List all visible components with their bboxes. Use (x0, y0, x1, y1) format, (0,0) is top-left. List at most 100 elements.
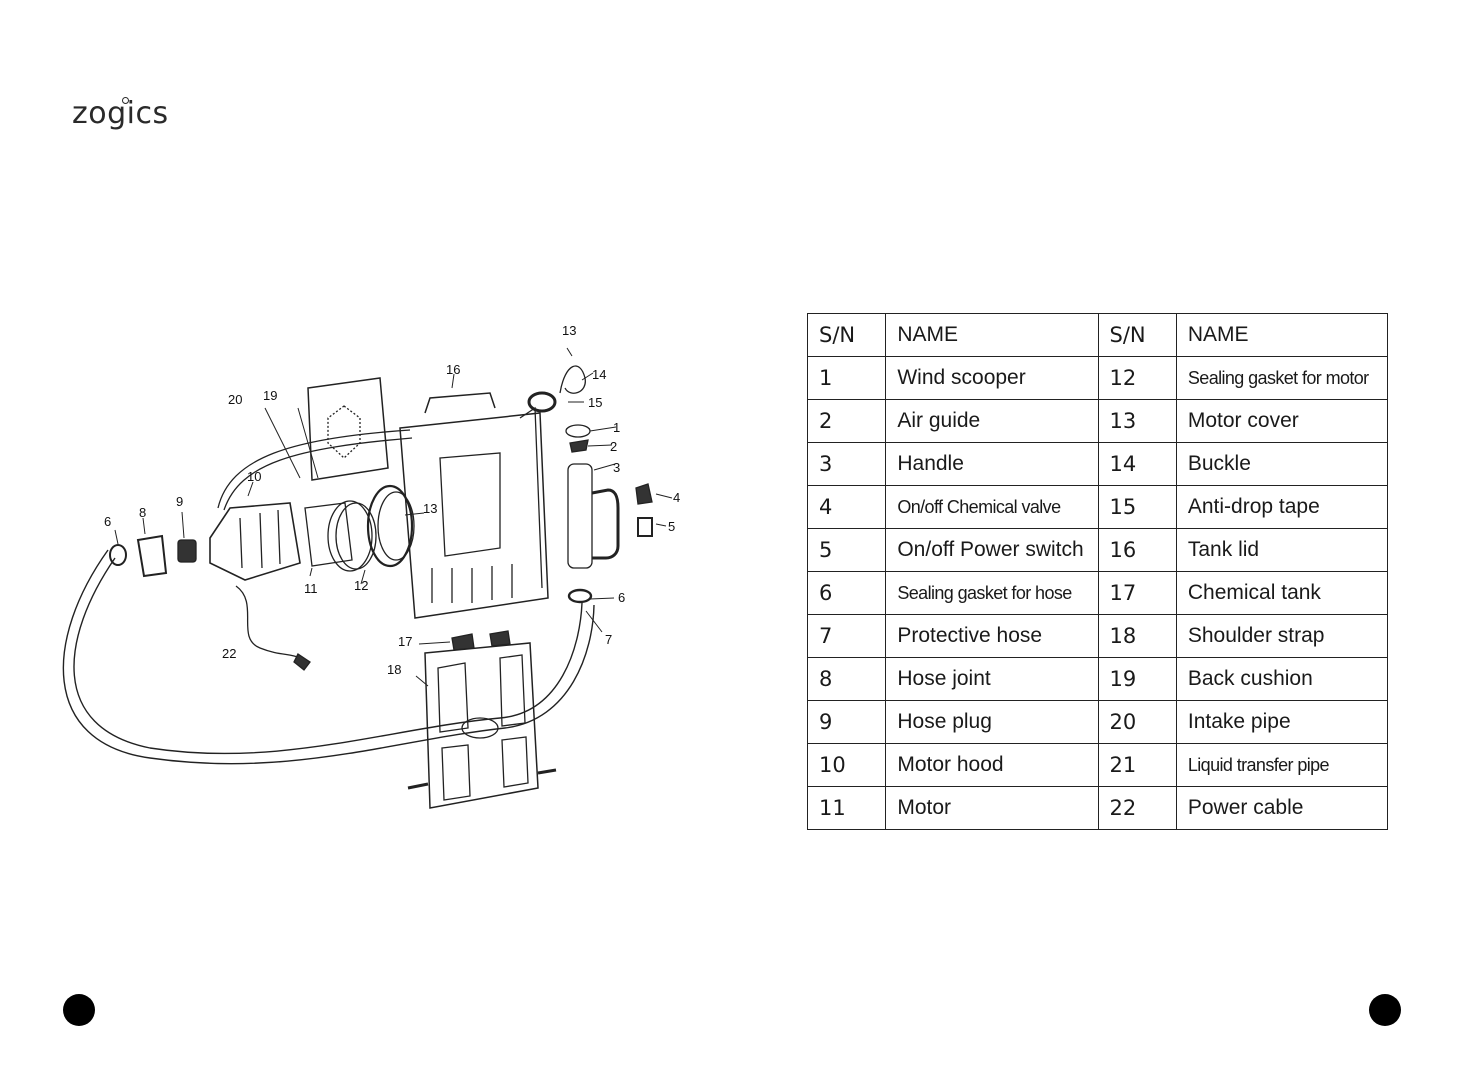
air-guide-drawing (569, 439, 589, 453)
table-cell-name2: Motor cover (1175, 399, 1389, 443)
table-cell-name2: Back cushion (1175, 657, 1389, 701)
table-cell-sn1: 5 (806, 528, 887, 572)
table-cell-name1: Protective hose (885, 614, 1099, 658)
callout-19: 18 (387, 662, 401, 677)
callout-13: 13 (423, 501, 437, 516)
table-cell-sn1: 1 (806, 356, 887, 400)
page-marker-left (63, 994, 95, 1026)
table-cell-name1: On/off Power switch (885, 528, 1099, 572)
callout-3: 3 (613, 460, 620, 475)
table-cell-name1: Wind scooper (885, 356, 1099, 400)
callout-14: 13 (562, 323, 576, 338)
table-cell-name1: Motor hood (885, 743, 1099, 787)
table-cell-sn2: 14 (1097, 442, 1177, 486)
table-cell-sn1: 11 (806, 786, 887, 830)
table-cell-sn1: 6 (806, 571, 887, 615)
table-cell-name1: Handle (885, 442, 1099, 486)
power-switch-drawing (637, 517, 653, 537)
table-cell-name1: On/off Chemical valve (885, 485, 1099, 529)
callout-17: 16 (446, 362, 460, 377)
chemical-tank-drawing (399, 412, 549, 619)
header-name-2: NAME (1175, 313, 1389, 357)
table-cell-sn1: 10 (806, 743, 887, 787)
callout-20: 19 (263, 388, 277, 403)
callout-11: 11 (304, 581, 318, 596)
callout-2: 2 (610, 439, 617, 454)
protective-hose-drawing (73, 557, 583, 755)
brand-logo: zogics (72, 96, 169, 131)
motor-cover-drawing (366, 484, 414, 568)
table-cell-name2: Anti-drop tape (1175, 485, 1389, 529)
table-cell-sn2: 13 (1097, 399, 1177, 443)
hose-plug-drawing (177, 539, 197, 563)
table-cell-sn2: 22 (1097, 786, 1177, 830)
callout-15: 14 (592, 367, 606, 382)
callout-16: 15 (588, 395, 602, 410)
wind-scooper-panel (307, 377, 389, 481)
tank-lid-drawing (527, 391, 557, 413)
table-cell-name2: Power cable (1175, 786, 1389, 830)
table-cell-name1: Sealing gasket for hose (885, 571, 1099, 615)
table-cell-sn1: 2 (806, 399, 887, 443)
motor-hood-drawing (209, 502, 301, 581)
callout-10: 10 (247, 469, 261, 484)
hose-joint-drawing (136, 534, 168, 578)
callout-6-right: 6 (618, 590, 625, 605)
callout-18: 17 (398, 634, 412, 649)
table-cell-sn2: 20 (1097, 700, 1177, 744)
table-cell-sn2: 16 (1097, 528, 1177, 572)
table-cell-name1: Hose plug (885, 700, 1099, 744)
table-cell-sn1: 3 (806, 442, 887, 486)
table-cell-sn1: 9 (806, 700, 887, 744)
table-cell-name1: Hose joint (885, 657, 1099, 701)
motor-gasket-drawing (327, 500, 373, 572)
callout-5: 5 (668, 519, 675, 534)
table-cell-name2: Buckle (1175, 442, 1389, 486)
table-cell-name2: Intake pipe (1175, 700, 1389, 744)
table-cell-sn2: 12 (1097, 356, 1177, 400)
table-cell-name2: Liquid transfer pipe (1175, 743, 1389, 787)
power-cable-drawing (235, 585, 301, 659)
handle-barrel-drawing (567, 463, 593, 569)
callout-8: 8 (139, 505, 146, 520)
table-cell-name2: Shoulder strap (1175, 614, 1389, 658)
table-cell-name2: Chemical tank (1175, 571, 1389, 615)
diagram-callouts: 13 14 15 16 20 19 1 2 3 10 13 4 5 9 8 6 … (104, 323, 680, 677)
table-cell-name2: Sealing gasket for motor (1175, 356, 1389, 400)
handle-drawing (591, 488, 620, 560)
buckle-drawing (559, 365, 586, 394)
callout-9: 9 (176, 494, 183, 509)
callout-6-left: 6 (104, 514, 111, 529)
callout-7: 7 (605, 632, 612, 647)
wind-scooper-drawing (565, 424, 591, 438)
hose-gasket-drawing (109, 544, 127, 566)
table-cell-sn2: 21 (1097, 743, 1177, 787)
table-cell-sn1: 8 (806, 657, 887, 701)
callout-21: 20 (228, 392, 242, 407)
header-sn-1: S/N (806, 313, 887, 357)
table-cell-sn2: 19 (1097, 657, 1177, 701)
table-cell-name1: Motor (885, 786, 1099, 830)
table-cell-sn1: 7 (806, 614, 887, 658)
callout-12: 12 (354, 578, 368, 593)
exploded-parts-diagram: 13 14 15 16 20 19 1 2 3 10 13 4 5 9 8 6 … (60, 318, 700, 828)
header-name-1: NAME (885, 313, 1099, 357)
header-sn-2: S/N (1097, 313, 1177, 357)
callout-4: 4 (673, 490, 680, 505)
callout-22: 22 (222, 646, 236, 661)
page-marker-right (1369, 994, 1401, 1026)
table-cell-name1: Air guide (885, 399, 1099, 443)
motor-drawing (304, 502, 353, 567)
table-cell-sn1: 4 (806, 485, 887, 529)
